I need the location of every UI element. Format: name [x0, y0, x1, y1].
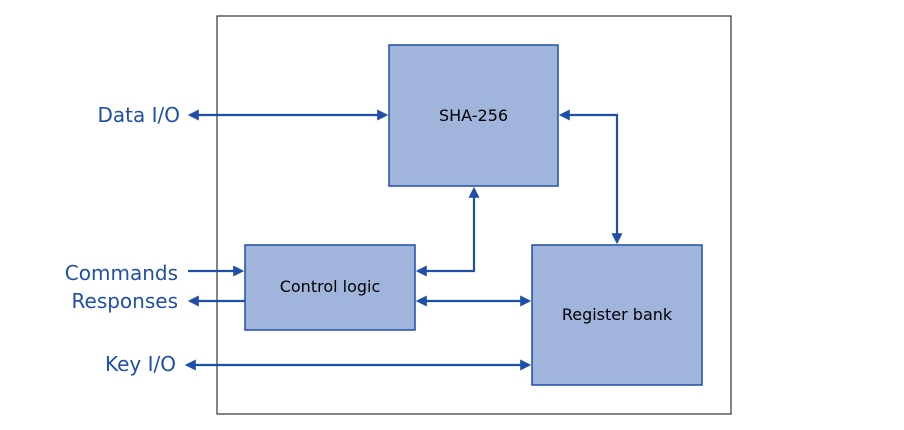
sha-256-block: SHA-256 — [388, 44, 559, 187]
control-sha-arrow — [415, 186, 480, 277]
register-bank-box — [531, 244, 703, 386]
key-io-label: Key I/O — [105, 352, 176, 376]
responses-label: Responses — [72, 289, 178, 313]
chip-boundary — [216, 15, 732, 415]
sha-256-label: SHA-256 — [439, 106, 508, 125]
commands-label: Commands — [65, 261, 178, 285]
data-io-label: Data I/O — [98, 103, 181, 127]
sha-register-arrow — [558, 109, 623, 245]
control-logic-label: Control logic — [280, 277, 381, 296]
register-bank-label: Register bank — [562, 305, 673, 324]
register-bank-block: Register bank — [531, 244, 703, 386]
control-logic-block: Control logic — [244, 244, 416, 331]
control-logic-box — [244, 244, 416, 331]
sha-256-box — [388, 44, 559, 187]
